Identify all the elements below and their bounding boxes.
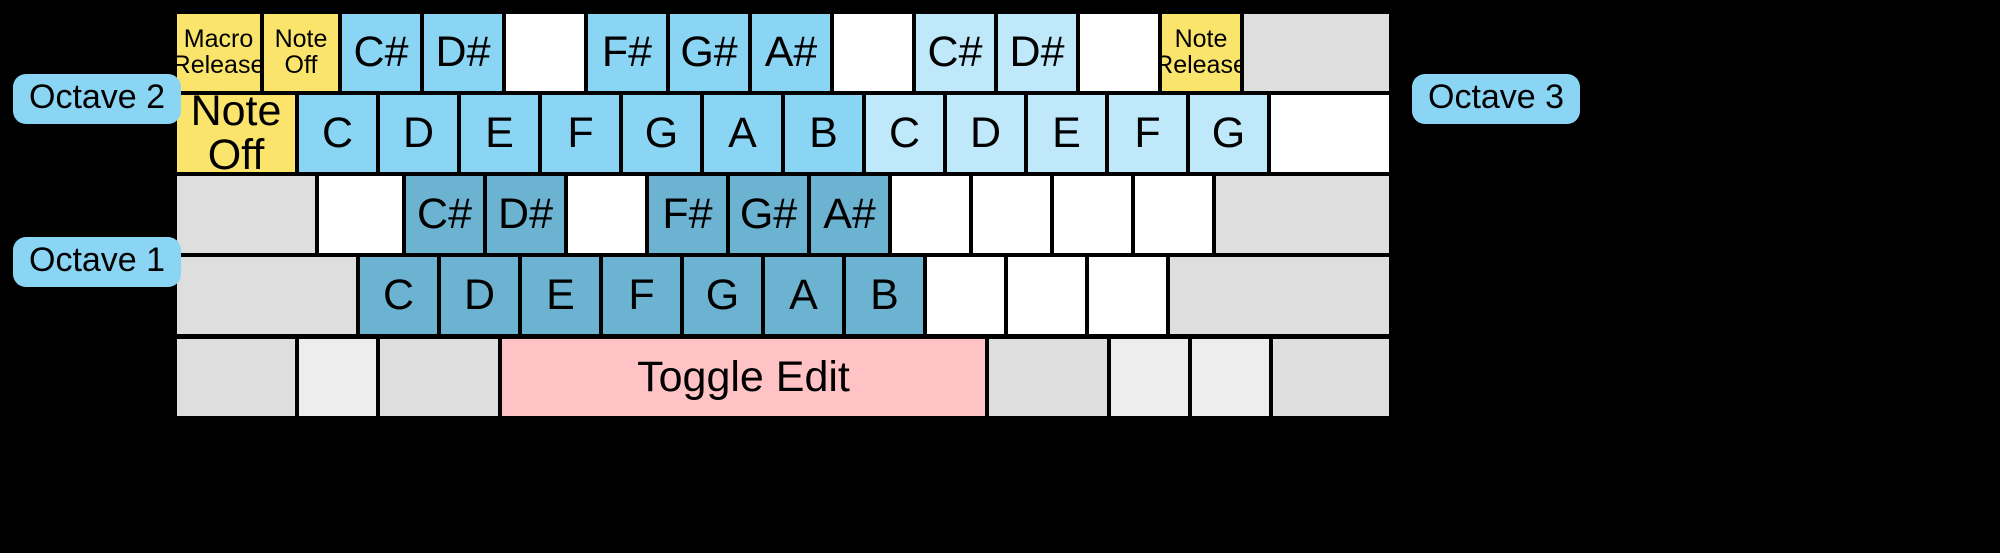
key-cell-blank-4-5[interactable]	[1109, 337, 1190, 418]
key-cell-blank-4-4[interactable]	[987, 337, 1109, 418]
key-cell-blank-2-9[interactable]	[971, 174, 1052, 255]
key-cell-c-sharp-0-9[interactable]: C#	[914, 12, 996, 93]
key-cell-c-sharp-2-2[interactable]: C#	[404, 174, 485, 255]
key-cell-g-1-12[interactable]: G	[1188, 93, 1269, 174]
key-cell-f-sharp-0-5[interactable]: F#	[586, 12, 668, 93]
key-cell-blank-2-4[interactable]	[566, 174, 647, 255]
key-cell-blank-2-10[interactable]	[1052, 174, 1133, 255]
key-cell-b-1-7[interactable]: B	[783, 93, 864, 174]
key-cell-c-3-1[interactable]: C	[358, 255, 439, 336]
octave-3-label: Octave 3	[1412, 74, 1581, 125]
key-cell-d-sharp-0-10[interactable]: D#	[996, 12, 1078, 93]
key-cell-e-1-3[interactable]: E	[459, 93, 540, 174]
key-cell-g-sharp-0-6[interactable]: G#	[668, 12, 750, 93]
key-cell-blank-1-13[interactable]	[1269, 93, 1391, 174]
key-cell-g-1-5[interactable]: G	[621, 93, 702, 174]
key-cell-d-1-2[interactable]: D	[378, 93, 459, 174]
key-cell-blank-0-11[interactable]	[1078, 12, 1160, 93]
key-cell-blank-4-6[interactable]	[1190, 337, 1271, 418]
key-row-octave1-black-keys: C#D# F#G#A#	[175, 174, 1391, 255]
key-cell-blank-2-1[interactable]	[317, 174, 404, 255]
key-cell-d-3-2[interactable]: D	[439, 255, 520, 336]
key-cell-b-3-7[interactable]: B	[844, 255, 925, 336]
key-cell-e-1-10[interactable]: E	[1026, 93, 1107, 174]
key-cell-d-1-9[interactable]: D	[945, 93, 1026, 174]
key-cell-blank-2-12[interactable]	[1214, 174, 1391, 255]
key-cell-toggle-edit-4-3[interactable]: Toggle Edit	[500, 337, 987, 418]
key-cell-a-1-6[interactable]: A	[702, 93, 783, 174]
keyboard-grid: MacroReleaseNoteOffC#D#F#G#A#C#D#NoteRel…	[175, 12, 1391, 418]
key-cell-blank-0-4[interactable]	[504, 12, 586, 93]
key-cell-f-1-11[interactable]: F	[1107, 93, 1188, 174]
key-cell-blank-3-0[interactable]	[175, 255, 358, 336]
key-cell-blank-4-0[interactable]	[175, 337, 297, 418]
key-cell-d-sharp-0-3[interactable]: D#	[422, 12, 504, 93]
key-cell-blank-3-9[interactable]	[1006, 255, 1087, 336]
key-cell-blank-0-8[interactable]	[832, 12, 914, 93]
key-cell-f-sharp-2-5[interactable]: F#	[647, 174, 728, 255]
key-row-octave2-black-keys: MacroReleaseNoteOffC#D#F#G#A#C#D#NoteRel…	[175, 12, 1391, 93]
key-cell-e-3-3[interactable]: E	[520, 255, 601, 336]
key-cell-blank-3-8[interactable]	[925, 255, 1006, 336]
key-cell-a-sharp-0-7[interactable]: A#	[750, 12, 832, 93]
key-cell-blank-2-11[interactable]	[1133, 174, 1214, 255]
key-cell-c-1-8[interactable]: C	[864, 93, 945, 174]
octave-1-label: Octave 1	[13, 237, 182, 288]
key-cell-a-sharp-2-7[interactable]: A#	[809, 174, 890, 255]
key-cell-d-sharp-2-3[interactable]: D#	[485, 174, 566, 255]
key-cell-c-sharp-0-2[interactable]: C#	[340, 12, 422, 93]
key-cell-blank-2-8[interactable]	[890, 174, 971, 255]
key-cell-blank-4-1[interactable]	[297, 337, 378, 418]
key-cell-blank-3-11[interactable]	[1168, 255, 1391, 336]
key-cell-g-3-5[interactable]: G	[682, 255, 763, 336]
key-cell-c-1-1[interactable]: C	[297, 93, 378, 174]
key-cell-note-release-0-12[interactable]: NoteRelease	[1160, 12, 1242, 93]
key-row-bottom-action-row: Toggle Edit	[175, 337, 1391, 418]
key-cell-blank-4-7[interactable]	[1271, 337, 1391, 418]
key-cell-f-3-4[interactable]: F	[601, 255, 682, 336]
octave-2-label: Octave 2	[13, 74, 182, 125]
key-cell-blank-2-0[interactable]	[175, 174, 317, 255]
key-cell-a-3-6[interactable]: A	[763, 255, 844, 336]
key-cell-g-sharp-2-6[interactable]: G#	[728, 174, 809, 255]
key-cell-f-1-4[interactable]: F	[540, 93, 621, 174]
key-cell-blank-4-2[interactable]	[378, 337, 500, 418]
key-cell-blank-0-13[interactable]	[1242, 12, 1391, 93]
key-cell-blank-3-10[interactable]	[1087, 255, 1168, 336]
